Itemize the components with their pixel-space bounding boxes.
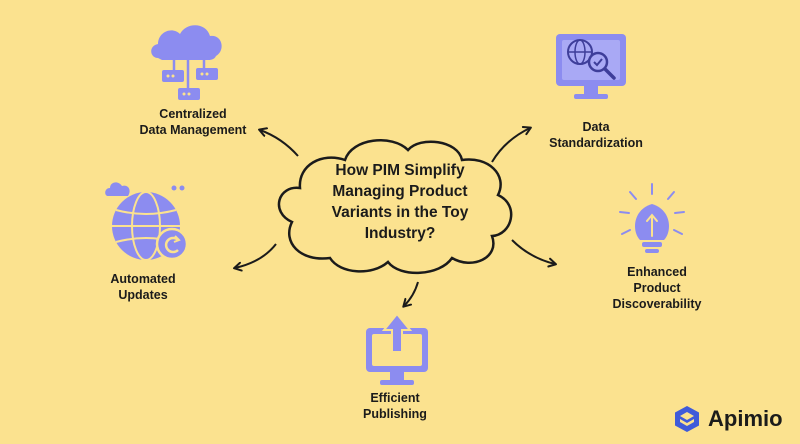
brand-logo: Apimio (672, 404, 783, 434)
arrow-to-automated (233, 243, 277, 272)
monitor-globe-search-icon (556, 34, 626, 99)
apimio-logo-icon (675, 406, 699, 432)
label-centralized-data-management: Centralized Data Management (118, 106, 268, 138)
label-data-standardization: Data Standardization (526, 119, 666, 151)
label-line: Updates (118, 288, 168, 302)
center-line-2: Managing Product (332, 183, 468, 200)
label-efficient-publishing: Efficient Publishing (340, 390, 450, 422)
arrow-to-centralized (258, 127, 299, 157)
label-line: Data (582, 120, 610, 134)
lightbulb-icon (619, 183, 685, 253)
label-line: Standardization (549, 136, 643, 150)
center-question: How PIM Simplify Managing Product Varian… (300, 160, 500, 244)
arrow-to-standardization (491, 125, 532, 163)
arrow-to-discoverability (511, 239, 557, 268)
globe-refresh-icon (105, 182, 189, 261)
brand-name: Apimio (708, 406, 783, 431)
arrow-to-publishing (402, 281, 419, 308)
label-line: Discoverability (612, 297, 702, 311)
center-line-4: Industry? (364, 225, 436, 242)
label-line: Product (633, 281, 681, 295)
label-line: Data Management (139, 123, 247, 137)
center-line-3: Variants in the Toy (331, 204, 469, 221)
label-line: Centralized (159, 107, 227, 121)
label-line: Enhanced (627, 265, 687, 279)
label-enhanced-product-discoverability: Enhanced Product Discoverability (592, 264, 722, 312)
label-automated-updates: Automated Updates (88, 271, 198, 303)
label-line: Automated (110, 272, 176, 286)
central-cloud (277, 139, 513, 274)
cloud-network-icon (151, 25, 222, 100)
label-line: Publishing (363, 407, 427, 421)
monitor-upload-icon (366, 312, 428, 385)
center-line-1: How PIM Simplify (335, 162, 465, 179)
label-line: Efficient (370, 391, 420, 405)
